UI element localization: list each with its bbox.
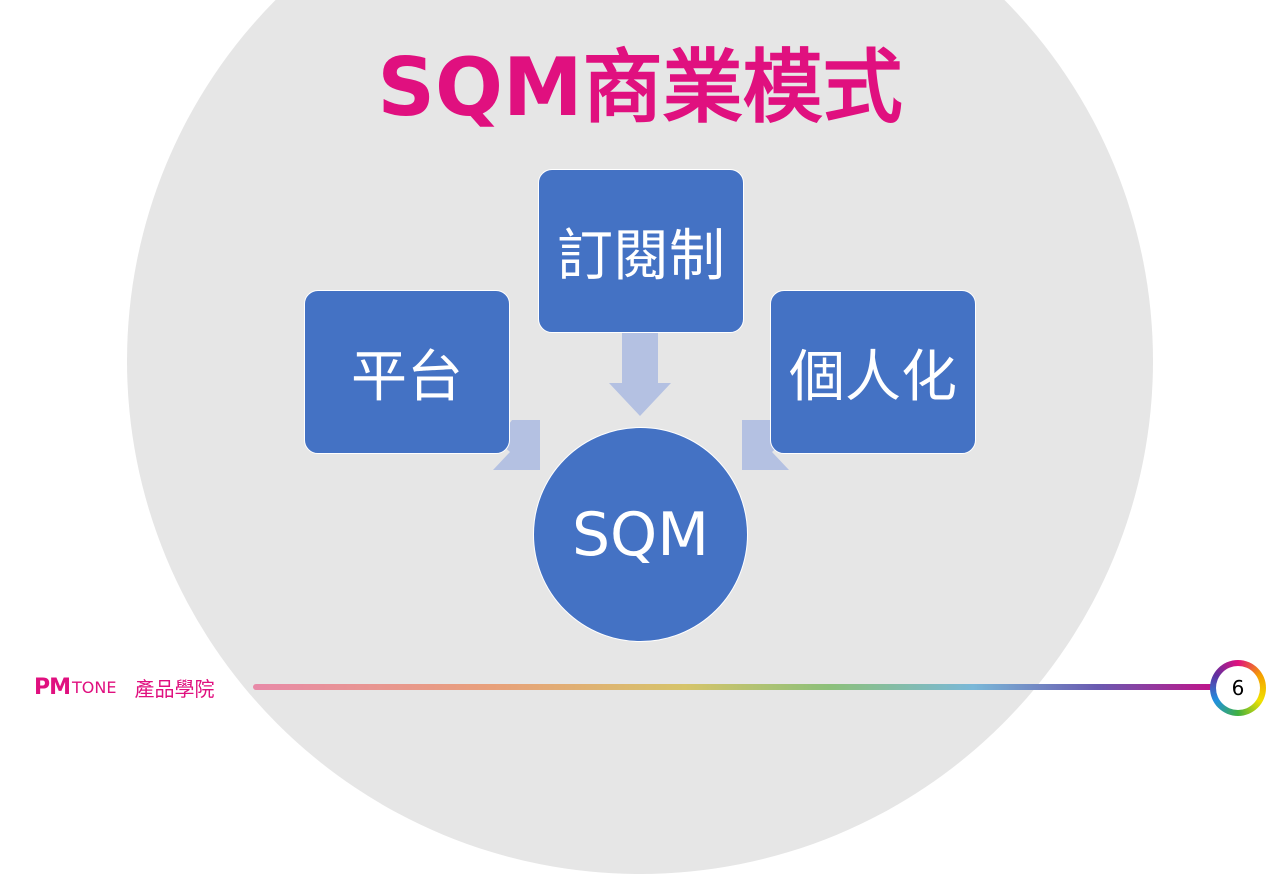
footer-gradient-line xyxy=(253,684,1213,690)
node-subscription: 訂閱制 xyxy=(538,169,744,333)
slide-title: SQM商業模式 xyxy=(377,41,903,134)
footer-logo: PM TONE 產品學院 xyxy=(34,672,214,702)
node-platform: 平台 xyxy=(304,290,510,454)
node-sqm-center: SQM xyxy=(533,427,748,642)
logo-tone: TONE xyxy=(72,677,117,697)
arrow-top-to-center xyxy=(609,333,671,416)
node-personalization: 個人化 xyxy=(770,290,976,454)
logo-pm: PM xyxy=(34,674,71,700)
logo-academy-text: 產品學院 xyxy=(134,676,215,701)
page-number: 6 xyxy=(1216,666,1260,710)
